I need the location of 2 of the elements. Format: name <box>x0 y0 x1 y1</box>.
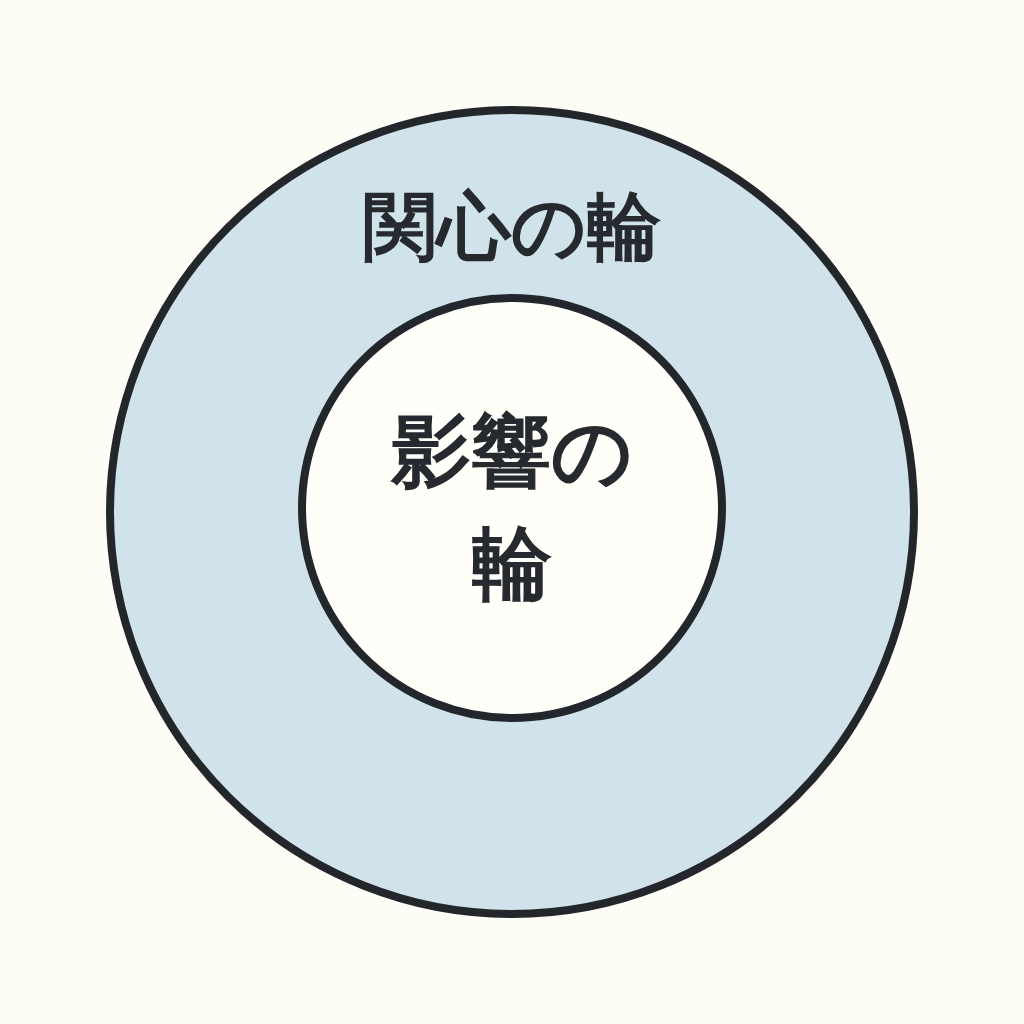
ring-label: 影響の輪 <box>389 404 634 612</box>
ring-label: 関心の輪 <box>363 186 661 268</box>
